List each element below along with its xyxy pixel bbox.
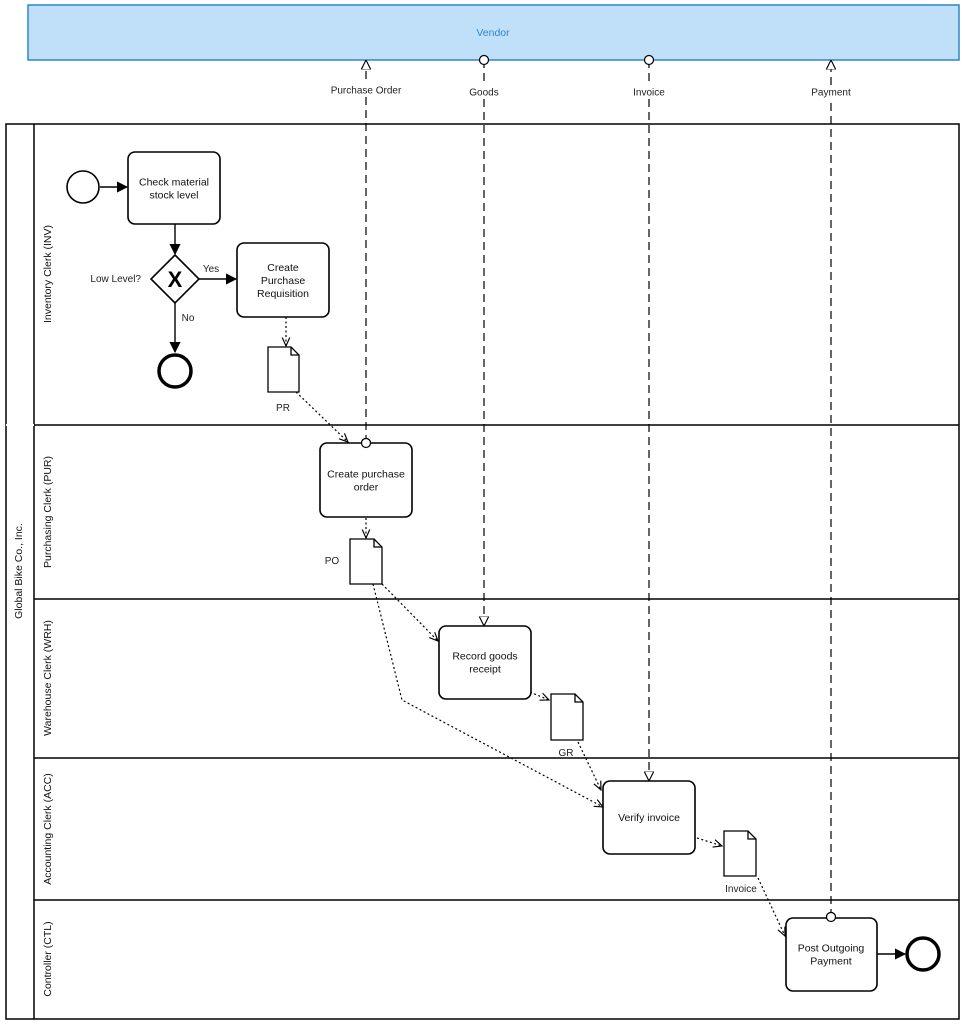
task-label-line: stock level bbox=[149, 190, 198, 202]
task-label-line: order bbox=[354, 482, 379, 494]
message-source-goods bbox=[478, 54, 490, 66]
message-label-goods: Goods bbox=[469, 88, 498, 99]
data-object-invoice[interactable]: Invoice bbox=[723, 830, 757, 895]
data-object-invoice-label: Invoice bbox=[725, 884, 757, 895]
gateway-no-label: No bbox=[182, 313, 195, 324]
task-verify-invoice-label: Verify invoice bbox=[618, 812, 680, 824]
end-event-paid[interactable] bbox=[905, 936, 941, 972]
message-label-invoice: Invoice bbox=[633, 88, 665, 99]
task-label-line: Record goods bbox=[452, 651, 517, 663]
end-event-no-order[interactable] bbox=[157, 353, 193, 389]
assoc-gr-task-to-gr bbox=[529, 691, 549, 700]
task-verify-invoice[interactable]: Verify invoice bbox=[602, 780, 696, 855]
task-label-line: Check material bbox=[139, 177, 209, 189]
message-label-purchase-order: Purchase Order bbox=[331, 86, 402, 97]
gateway-question-label: Low Level? bbox=[90, 274, 141, 285]
task-label-line: Requisition bbox=[257, 288, 309, 300]
data-associations bbox=[286, 317, 785, 936]
start-event[interactable] bbox=[66, 170, 100, 204]
lane-label-inv: Inventory Clerk (INV) bbox=[42, 225, 54, 323]
data-object-gr-label: GR bbox=[559, 748, 574, 759]
message-label-payment: Payment bbox=[811, 88, 851, 99]
gateway-x-icon: X bbox=[168, 267, 183, 292]
data-object-pr[interactable]: PR bbox=[267, 346, 300, 414]
task-label-line: receipt bbox=[469, 664, 501, 676]
task-label-line: Verify invoice bbox=[618, 812, 680, 824]
gateway-yes-label: Yes bbox=[203, 264, 219, 275]
message-source-invoice bbox=[643, 54, 655, 66]
lane-label-ctl: Controller (CTL) bbox=[42, 921, 54, 996]
vendor-pool[interactable]: Vendor bbox=[27, 4, 960, 61]
assoc-po-to-verify bbox=[372, 583, 603, 807]
vendor-pool-label: Vendor bbox=[476, 27, 510, 39]
message-start-payment-icon bbox=[825, 911, 837, 923]
sequence-flows bbox=[100, 181, 907, 960]
lane-label-wrh: Warehouse Clerk (WRH) bbox=[42, 620, 54, 736]
lane-separators bbox=[6, 424, 959, 901]
data-object-po-label: PO bbox=[325, 556, 340, 567]
data-object-gr[interactable]: GR bbox=[550, 693, 584, 759]
message-labels: Purchase Order Goods Invoice Payment bbox=[328, 84, 854, 99]
task-label-line: Purchase bbox=[261, 275, 306, 287]
assoc-invoice-to-payment bbox=[757, 877, 785, 936]
task-label-line: Create bbox=[267, 262, 299, 274]
data-object-po[interactable]: PO bbox=[325, 538, 383, 585]
task-label-line: Post Outgoing bbox=[798, 943, 865, 955]
lane-label-acc: Accounting Clerk (ACC) bbox=[42, 773, 54, 884]
message-start-purchase-order-icon bbox=[360, 437, 372, 449]
assoc-pr-to-create-po bbox=[295, 391, 348, 442]
company-pool-label: Global Bike Co., Inc. bbox=[13, 523, 25, 619]
exclusive-gateway[interactable]: X bbox=[149, 253, 201, 305]
lane-label-pur: Purchasing Clerk (PUR) bbox=[42, 456, 54, 568]
task-label-line: Payment bbox=[810, 956, 852, 968]
company-pool[interactable]: Global Bike Co., Inc. bbox=[5, 123, 960, 1020]
task-label-line: Create purchase bbox=[327, 469, 405, 481]
data-object-pr-label: PR bbox=[276, 403, 290, 414]
